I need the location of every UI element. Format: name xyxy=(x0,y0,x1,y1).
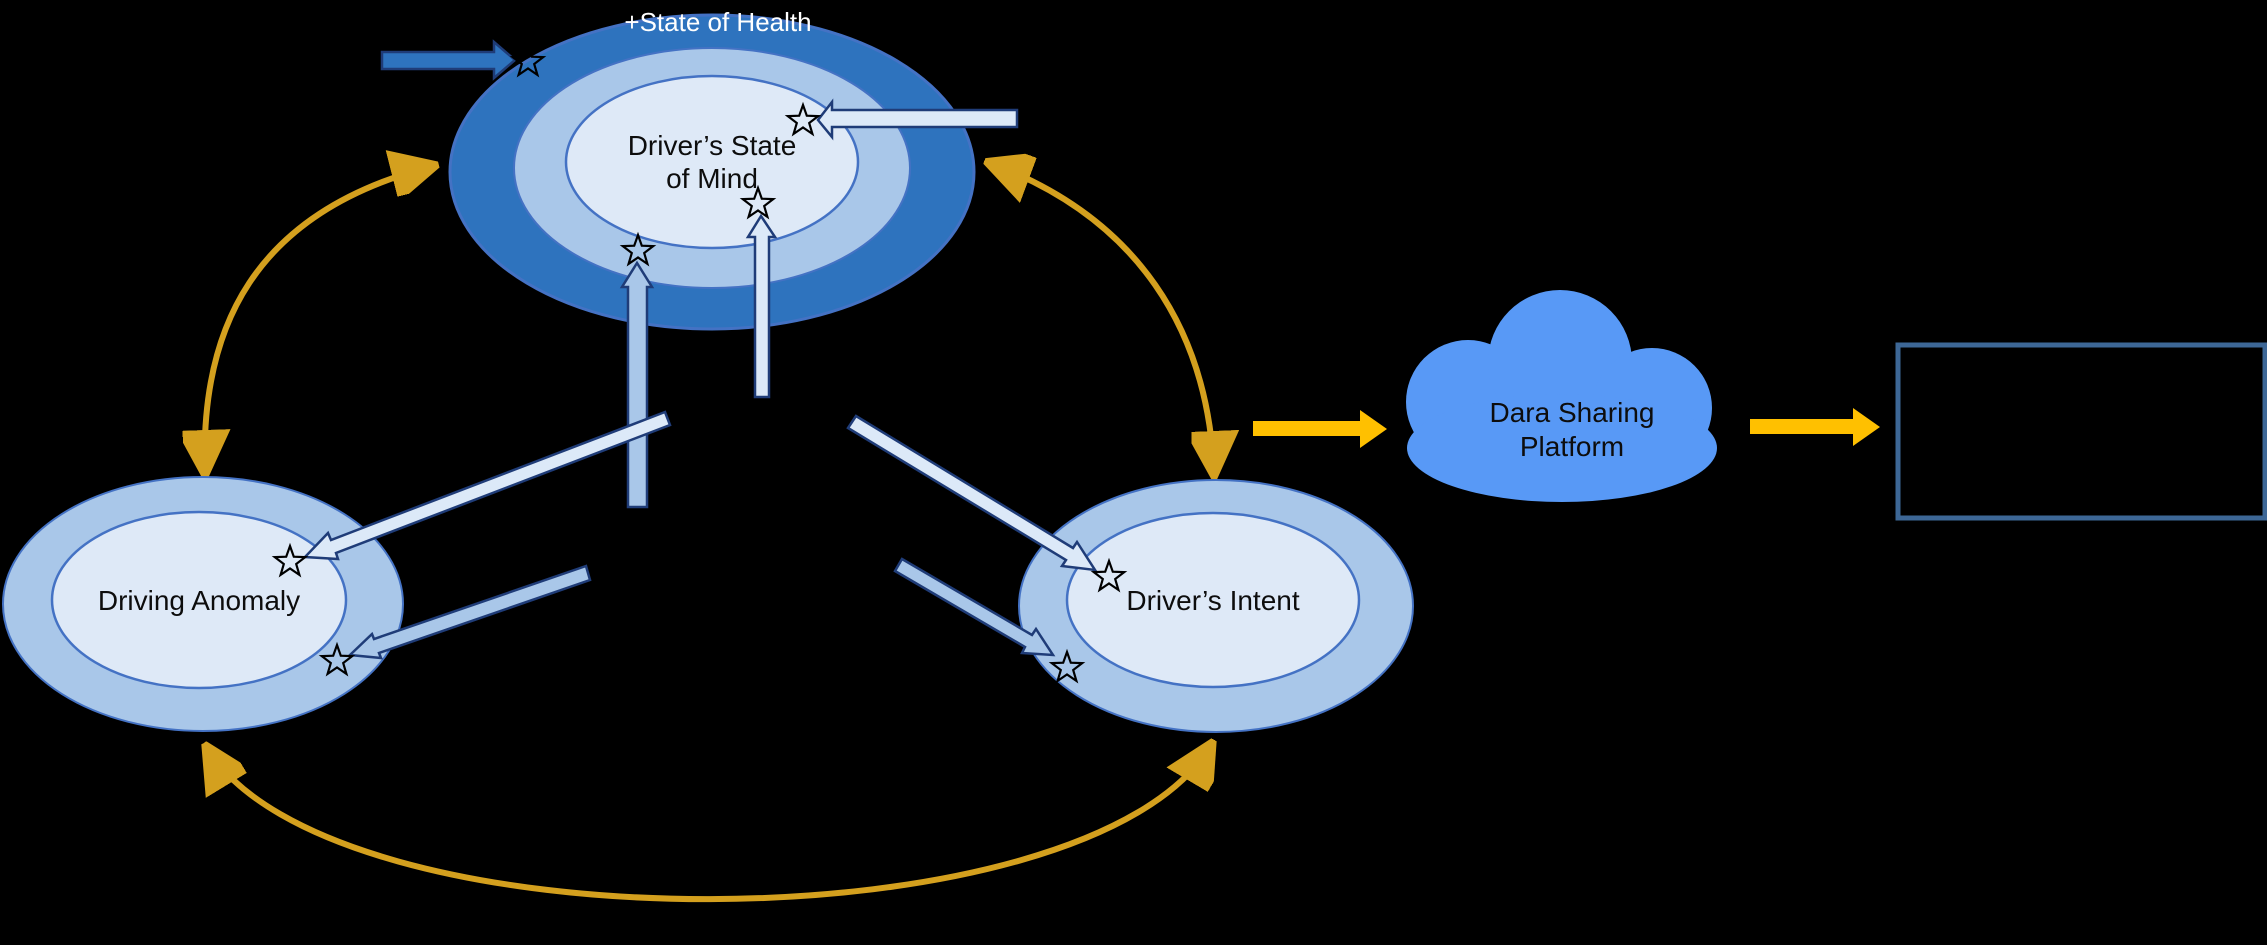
cloud-icon xyxy=(1406,290,1717,502)
arrow-into-mind-right xyxy=(816,98,1019,141)
state-of-mind-label-line2: of Mind xyxy=(666,163,758,194)
output-box-rect xyxy=(1895,342,2267,521)
arrow-up-into-ring xyxy=(619,260,655,509)
state-of-health-label: +State of Health xyxy=(624,7,811,37)
node-drivers-intent: Driver’s Intent xyxy=(1018,479,1414,733)
cloud-label-line2: Platform xyxy=(1520,431,1624,462)
driving-anomaly-label: Driving Anomaly xyxy=(98,585,300,616)
cloud-label-line1: Dara Sharing xyxy=(1490,397,1655,428)
state-of-mind-label-line1: Driver’s State xyxy=(628,130,797,161)
arrow-to-intent-upper xyxy=(846,414,1098,572)
arrow-to-anomaly-upper xyxy=(302,410,672,561)
arrow-cloud-to-box xyxy=(1750,408,1880,446)
edge-anomaly-to-mind-curve xyxy=(205,166,433,472)
driving-anomaly-inner-ellipse xyxy=(50,510,348,690)
node-output-box xyxy=(1895,342,2267,521)
node-data-sharing-platform: Dara Sharing Platform xyxy=(1406,290,1717,502)
arrow-up-into-mind xyxy=(745,213,778,399)
arrow-to-cloud xyxy=(1253,410,1387,448)
edge-mind-to-intent-curve xyxy=(990,163,1214,473)
arrow-to-anomaly-lower xyxy=(347,564,592,660)
state-of-mind-inner-ellipse xyxy=(564,74,860,250)
arrow-into-health-ring xyxy=(380,39,517,81)
edge-anomaly-to-intent-curve xyxy=(207,745,1211,903)
node-drivers-state-of-mind: +State of Health Driver’s State of Mind xyxy=(448,7,976,331)
drivers-intent-inner-ellipse xyxy=(1065,511,1361,689)
node-driving-anomaly: Driving Anomaly xyxy=(2,476,404,732)
arrow-to-intent-lower xyxy=(893,557,1056,657)
drivers-intent-label: Driver’s Intent xyxy=(1126,585,1299,616)
